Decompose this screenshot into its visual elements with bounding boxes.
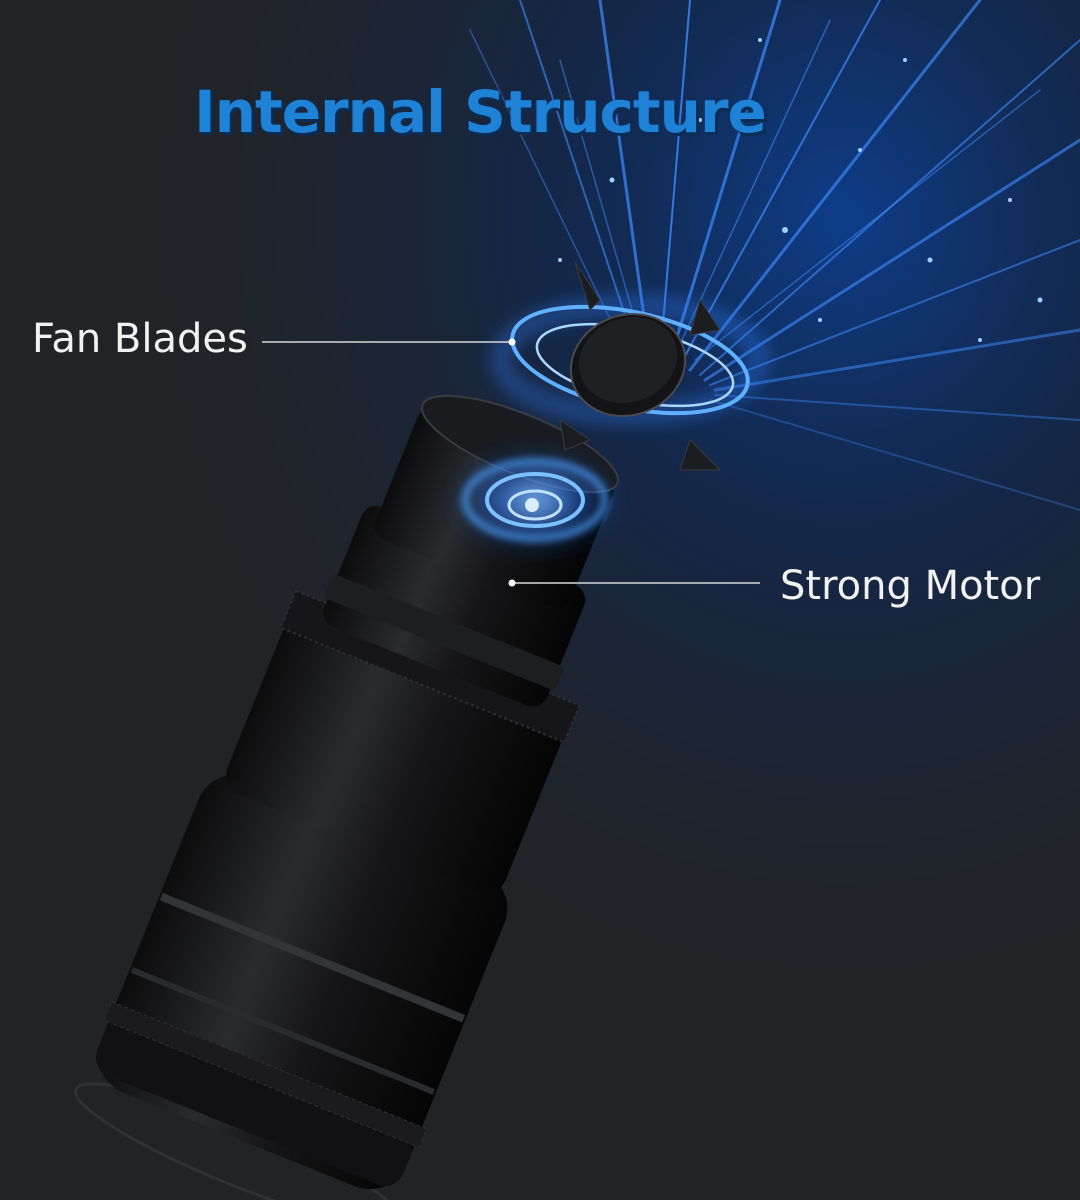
light-streaks: [469, 0, 1080, 511]
fan-blades-label: Fan Blades: [32, 316, 248, 362]
device-body: [73, 394, 620, 1200]
headline: Internal Structure: [194, 78, 767, 146]
strong-motor-label: Strong Motor: [780, 563, 1041, 609]
callout-lines: [262, 338, 760, 587]
fan-blades-illustration: [496, 261, 764, 471]
motor-glow: [445, 445, 625, 555]
light-particles: [558, 38, 1043, 342]
